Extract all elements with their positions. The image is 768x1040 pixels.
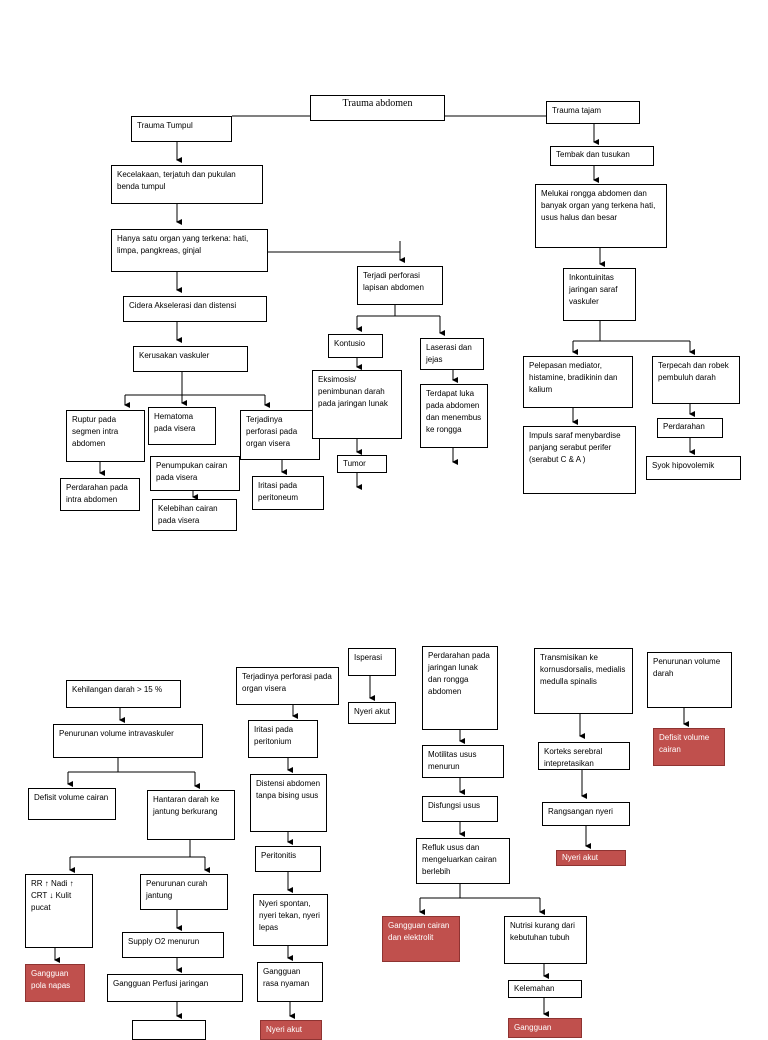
node-transmisikan: Transmisikan ke kornusdorsalis, medialis…: [534, 648, 633, 714]
node-terpecah: Terpecah dan robek pembuluh darah: [652, 356, 740, 404]
node-iritasi-peritonium: Iritasi pada peritonium: [248, 720, 318, 758]
node-syok-hipovolemik: Syok hipovolemik: [646, 456, 741, 480]
node-ekimosis: Eksimosis/ penimbunan darah pada jaringa…: [312, 370, 402, 439]
node-kelebihan: Kelebihan cairan pada visera: [152, 499, 237, 531]
node-perdarahan-jaringan: Perdarahan pada jaringan lunak dan rongg…: [422, 646, 498, 730]
node-cut-bottom-left: [132, 1020, 206, 1040]
node-kontusio: Kontusio: [328, 334, 383, 358]
node-penumpukan: Penumpukan cairan pada visera: [150, 456, 240, 491]
node-cidera: Cidera Akselerasi dan distensi: [123, 296, 267, 322]
node-impuls: Impuls saraf menybardise panjang serabut…: [523, 426, 636, 494]
node-trauma-abdomen: Trauma abdomen: [310, 95, 445, 121]
node-nyeri-akut-cut: Nyeri akut: [260, 1020, 322, 1040]
node-terjadinya-perforasi-b: Terjadinya perforasi pada organ visera: [236, 667, 339, 705]
node-isperasi: Isperasi: [348, 648, 396, 676]
node-inkontuinitas: Inkontuinitas jaringan saraf vaskuler: [563, 268, 636, 321]
node-gangguan-cut: Gangguan: [508, 1018, 582, 1038]
node-supply-o2: Supply O2 menurun: [122, 932, 224, 958]
node-gangguan-cairan: Gangguan cairan dan elektrolit: [382, 916, 460, 962]
node-penurunan-volume-darah: Penurunan volume darah: [647, 652, 732, 708]
node-nyeri-akut-2: Nyeri akut: [556, 850, 626, 866]
node-tembak: Tembak dan tusukan: [550, 146, 654, 166]
node-nyeri-akut-1: Nyeri akut: [348, 702, 396, 724]
node-trauma-tajam: Trauma tajam: [546, 101, 640, 124]
node-gangguan-pola-napas: Gangguan pola napas: [25, 964, 85, 1002]
node-disfungsi-usus: Disfungsi usus: [422, 796, 498, 822]
node-kelemahan: Kelemahan: [508, 980, 582, 998]
node-rr-nadi-crt: RR ↑ Nadi ↑ CRT ↓ Kulit pucat: [25, 874, 93, 948]
node-peritonitis: Peritonitis: [255, 846, 321, 872]
node-nyeri-spontan: Nyeri spontan, nyeri tekan, nyeri lepas: [253, 894, 328, 946]
node-gangguan-perfusi: Gangguan Perfusi jaringan: [107, 974, 243, 1002]
node-kehilangan-darah: Kehilangan darah > 15 %: [66, 680, 181, 708]
node-kecelakaan: Kecelakaan, terjatuh dan pukulan benda t…: [111, 165, 263, 204]
node-melukai: Melukai rongga abdomen dan banyak organ …: [535, 184, 667, 248]
node-kerusakan-vaskuler: Kerusakan vaskuler: [133, 346, 248, 372]
node-nutrisi-kurang: Nutrisi kurang dari kebutuhan tubuh: [504, 916, 587, 964]
node-trauma-tumpul: Trauma Tumpul: [131, 116, 232, 142]
node-terjadi-perforasi-lapisan: Terjadi perforasi lapisan abdomen: [357, 266, 443, 305]
node-rangsangan-nyeri: Rangsangan nyeri: [542, 802, 630, 826]
node-hematoma: Hematoma pada visera: [148, 407, 216, 445]
node-laserasi: Laserasi dan jejas: [420, 338, 484, 370]
node-motilitas-usus: Motilitas usus menurun: [422, 745, 504, 778]
node-refluk-usus: Refluk usus dan mengeluarkan cairan berl…: [416, 838, 510, 884]
node-penurunan-curah-jantung: Penurunan curah jantung: [140, 874, 228, 910]
node-gangguan-rasa-nyaman: Gangguan rasa nyaman: [257, 962, 323, 1002]
node-defisit-volume-2: Defisit volume cairan: [653, 728, 725, 766]
node-hanya-satu-organ: Hanya satu organ yang terkena: hati, lim…: [111, 229, 268, 272]
node-tumor: Tumor: [337, 455, 387, 473]
node-ruptur: Ruptur pada segmen intra abdomen: [66, 410, 145, 462]
node-hantaran-darah: Hantaran darah ke jantung berkurang: [147, 790, 235, 840]
node-perdarahan-intra: Perdarahan pada intra abdomen: [60, 478, 140, 511]
node-pelepasan: Pelepasan mediator, histamine, bradikini…: [523, 356, 633, 408]
node-iritasi-peritoneum: Iritasi pada peritoneum: [252, 476, 324, 510]
node-terjadinya-perforasi: Terjadinya perforasi pada organ visera: [240, 410, 320, 460]
node-defisit-volume-1: Defisit volume cairan: [28, 788, 116, 820]
node-korteks-serebral: Korteks serebral intepretasikan: [538, 742, 630, 770]
node-terdapat-luka: Terdapat luka pada abdomen dan menembus …: [420, 384, 488, 448]
node-distensi: Distensi abdomen tanpa bising usus: [250, 774, 327, 832]
node-perdarahan: Perdarahan: [657, 418, 723, 438]
node-penurunan-volume-intravaskuler: Penurunan volume intravaskuler: [53, 724, 203, 758]
